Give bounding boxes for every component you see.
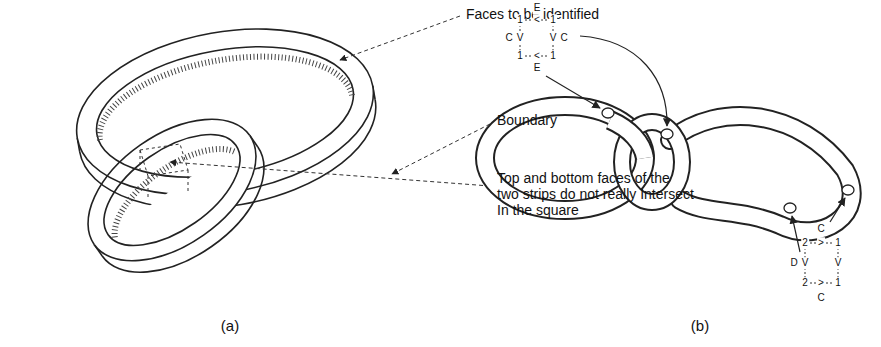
arrow-glyph: V (801, 257, 810, 269)
arrow-glyph: V (834, 257, 843, 269)
arrow-glyph: < (533, 14, 541, 26)
panel-label: (b) (690, 317, 710, 334)
arrow-glyph: V (549, 32, 558, 44)
leader-line (170, 16, 490, 186)
edge-letter: D (789, 257, 798, 269)
corner-number: 2 (801, 277, 809, 289)
tube-link (485, 106, 852, 231)
band-small (63, 90, 290, 301)
edge-letter: C (816, 292, 825, 304)
identification-square (520, 20, 838, 283)
crossing-square (140, 144, 188, 198)
edge-letter: C (559, 32, 568, 44)
arrow-glyph: V (516, 32, 525, 44)
edge-letter: E (533, 2, 542, 14)
edge-letter: C (816, 223, 825, 235)
edge-letter: C (504, 32, 513, 44)
corner-number: 1 (516, 14, 524, 26)
corner-number: 1 (834, 277, 842, 289)
edge-letter: E (533, 62, 542, 74)
arrow-glyph: < (533, 50, 541, 62)
corner-number: 1 (549, 50, 557, 62)
corner-number: 1 (516, 50, 524, 62)
pointer-arrow (546, 36, 845, 252)
panel-label: (a) (220, 317, 240, 334)
corner-number: 2 (801, 237, 809, 249)
arrow-glyph: > (817, 277, 825, 289)
corner-number: 1 (834, 237, 842, 249)
corner-number: 1 (549, 14, 557, 26)
annotation: Boundary (497, 112, 557, 128)
arrow-glyph: > (817, 237, 825, 249)
annotation: Top and bottom faces of the two strips d… (497, 170, 695, 218)
